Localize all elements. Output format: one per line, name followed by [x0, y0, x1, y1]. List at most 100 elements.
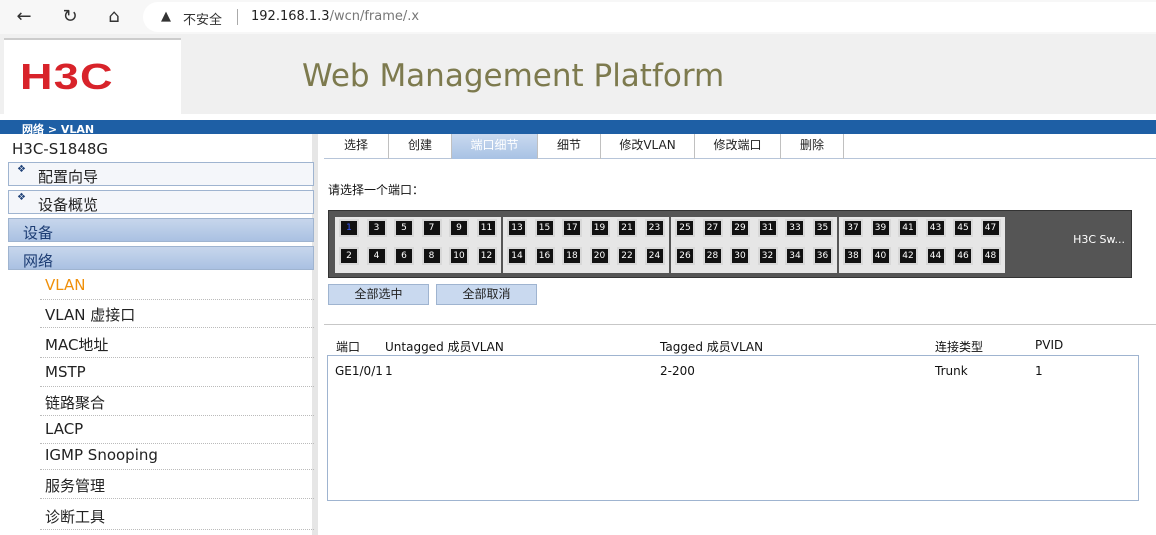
- breadcrumb-bar: 网络 > VLAN: [0, 120, 1156, 136]
- cell-tagged-vlan: 2-200: [660, 364, 695, 378]
- nav-device-overview[interactable]: ❖ 设备概览: [8, 190, 314, 214]
- device-name: H3C-S1848G: [12, 140, 109, 158]
- port-detail-table: [327, 355, 1139, 501]
- port-group-3: [671, 217, 837, 273]
- port-16[interactable]: 16: [534, 247, 555, 265]
- not-secure-label: 不安全: [183, 13, 223, 28]
- sidebar-item-link-aggregation[interactable]: 链路聚合: [40, 388, 314, 416]
- port-45[interactable]: 45: [953, 219, 973, 237]
- port-32[interactable]: 32: [757, 247, 778, 265]
- port-1[interactable]: 1: [339, 219, 359, 237]
- port-31[interactable]: 31: [757, 219, 778, 237]
- port-2[interactable]: 2: [339, 247, 359, 265]
- home-icon[interactable]: ⌂: [108, 6, 120, 27]
- tab-delete[interactable]: 删除: [781, 134, 844, 159]
- nav-config-wizard[interactable]: ❖ 配置向导: [8, 162, 314, 186]
- port-13[interactable]: 13: [507, 219, 527, 237]
- sidebar-item-mstp[interactable]: MSTP: [40, 359, 314, 387]
- deselect-all-button[interactable]: 全部取消: [436, 284, 537, 305]
- port-5[interactable]: 5: [394, 219, 414, 237]
- port-3[interactable]: 3: [366, 219, 387, 237]
- sidebar-item-vlan[interactable]: VLAN: [40, 272, 314, 300]
- port-25[interactable]: 25: [675, 219, 695, 237]
- cell-link-type: Trunk: [935, 364, 968, 378]
- reload-icon[interactable]: ↻: [62, 6, 78, 27]
- back-arrow-icon[interactable]: ←: [16, 6, 32, 27]
- port-48[interactable]: 48: [980, 247, 1001, 265]
- sidebar-item-igmp-snooping[interactable]: IGMP Snooping: [40, 442, 314, 470]
- port-19[interactable]: 19: [589, 219, 610, 237]
- tab-select[interactable]: 选择: [324, 134, 389, 159]
- port-42[interactable]: 42: [898, 247, 918, 265]
- content-divider: [324, 324, 1156, 325]
- nav-section-network[interactable]: 网络: [8, 246, 314, 270]
- port-30[interactable]: 30: [730, 247, 750, 265]
- tab-create[interactable]: 创建: [389, 134, 452, 159]
- col-header-pvid: PVID: [1035, 338, 1064, 352]
- nav-section-device[interactable]: 设备: [8, 218, 314, 242]
- port-24[interactable]: 24: [644, 247, 665, 265]
- port-10[interactable]: 10: [449, 247, 469, 265]
- port-18[interactable]: 18: [562, 247, 582, 265]
- port-46[interactable]: 46: [953, 247, 973, 265]
- port-9[interactable]: 9: [449, 219, 469, 237]
- port-43[interactable]: 43: [925, 219, 946, 237]
- tab-modify-port[interactable]: 修改端口: [695, 134, 781, 159]
- sidebar-item-mac-address[interactable]: MAC地址: [40, 330, 314, 358]
- port-15[interactable]: 15: [534, 219, 555, 237]
- port-21[interactable]: 21: [617, 219, 637, 237]
- port-29[interactable]: 29: [730, 219, 750, 237]
- platform-title: Web Management Platform: [302, 58, 725, 94]
- diamond-bullet-icon: ❖: [17, 192, 26, 203]
- col-header-untagged-vlan: Untagged 成员VLAN: [385, 340, 504, 354]
- port-group-4: [839, 217, 1005, 273]
- tab-modify-vlan[interactable]: 修改VLAN: [601, 134, 695, 159]
- port-37[interactable]: 37: [843, 219, 863, 237]
- port-34[interactable]: 34: [785, 247, 805, 265]
- port-4[interactable]: 4: [366, 247, 387, 265]
- port-8[interactable]: 8: [421, 247, 442, 265]
- port-select-prompt: 请选择一个端口：: [328, 183, 425, 197]
- port-35[interactable]: 35: [812, 219, 833, 237]
- col-header-link-type: 连接类型: [935, 340, 984, 354]
- sidebar-item-service-management[interactable]: 服务管理: [40, 471, 314, 499]
- cell-pvid: 1: [1035, 364, 1043, 378]
- port-44[interactable]: 44: [925, 247, 946, 265]
- port-47[interactable]: 47: [980, 219, 1001, 237]
- diamond-bullet-icon: ❖: [17, 164, 26, 175]
- port-38[interactable]: 38: [843, 247, 863, 265]
- sidebar-item-vlan-interface[interactable]: VLAN 虚接口: [40, 300, 314, 328]
- port-27[interactable]: 27: [702, 219, 723, 237]
- port-36[interactable]: 36: [812, 247, 833, 265]
- port-17[interactable]: 17: [562, 219, 582, 237]
- select-all-button[interactable]: 全部选中: [328, 284, 429, 305]
- cell-port: GE1/0/1: [335, 364, 383, 378]
- port-7[interactable]: 7: [421, 219, 442, 237]
- tab-port-detail[interactable]: 端口细节: [452, 134, 538, 159]
- col-header-port: 端口: [336, 340, 361, 354]
- sidebar-item-diagnostic-tools[interactable]: 诊断工具: [40, 502, 314, 530]
- port-23[interactable]: 23: [644, 219, 665, 237]
- port-group-1: [335, 217, 501, 273]
- port-40[interactable]: 40: [870, 247, 891, 265]
- h3c-logo: H3C: [20, 56, 114, 97]
- port-12[interactable]: 12: [476, 247, 497, 265]
- port-39[interactable]: 39: [870, 219, 891, 237]
- logo-panel: H3C: [4, 38, 181, 114]
- port-14[interactable]: 14: [507, 247, 527, 265]
- port-33[interactable]: 33: [785, 219, 805, 237]
- port-11[interactable]: 11: [476, 219, 497, 237]
- web-page: H3C Web Management Platform 网络 > VLAN H3…: [0, 34, 1156, 535]
- port-6[interactable]: 6: [394, 247, 414, 265]
- port-20[interactable]: 20: [589, 247, 610, 265]
- address-bar[interactable]: ▲ 不安全 192.168.1.3/wcn/frame/.x: [143, 2, 1156, 32]
- port-22[interactable]: 22: [617, 247, 637, 265]
- port-26[interactable]: 26: [675, 247, 695, 265]
- tab-detail[interactable]: 细节: [538, 134, 601, 159]
- cell-untagged-vlan: 1: [385, 364, 393, 378]
- port-41[interactable]: 41: [898, 219, 918, 237]
- sidebar-item-lacp[interactable]: LACP: [40, 416, 314, 444]
- url-text[interactable]: 192.168.1.3/wcn/frame/.x: [251, 9, 420, 24]
- port-28[interactable]: 28: [702, 247, 723, 265]
